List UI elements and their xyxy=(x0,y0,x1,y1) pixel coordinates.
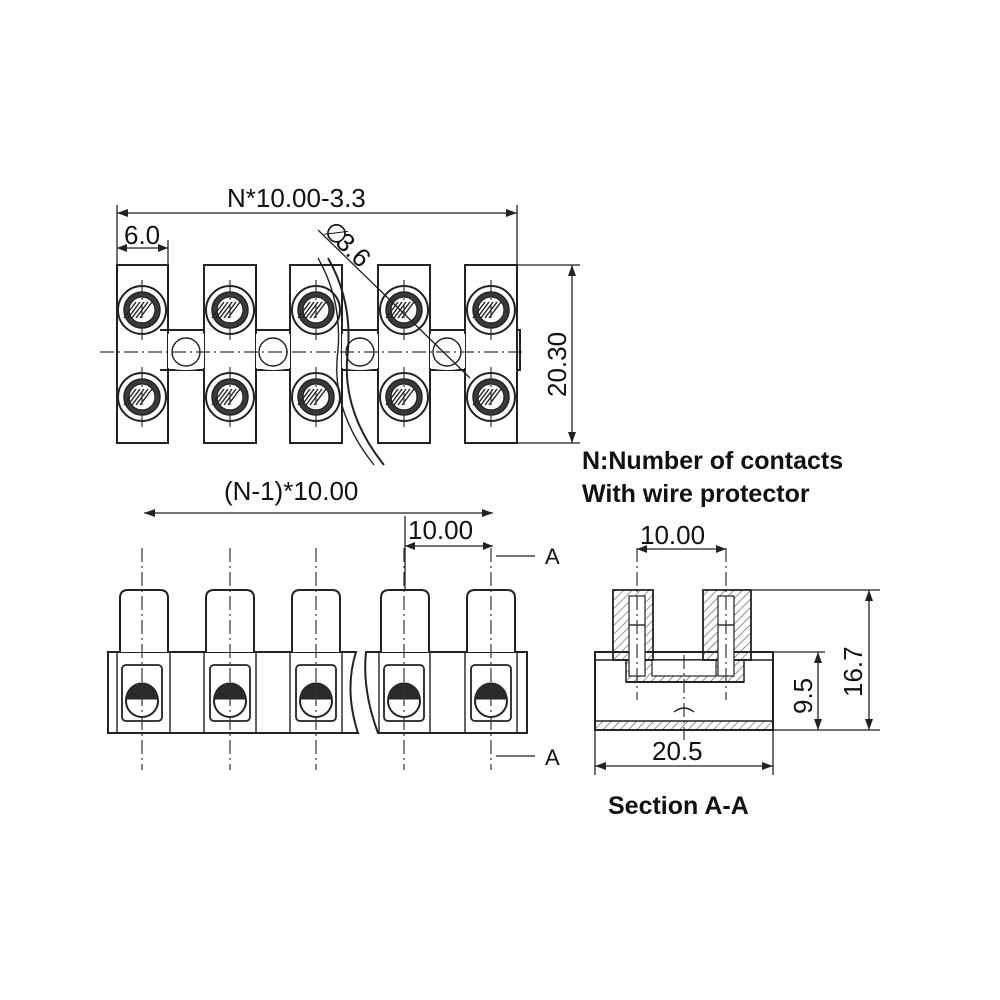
end-width-label: 6.0 xyxy=(124,220,160,250)
screw-head-icon xyxy=(379,367,429,427)
top-height-label: 20.30 xyxy=(542,332,572,397)
front-terminal xyxy=(291,548,341,770)
note-protector: With wire protector xyxy=(582,480,810,508)
section-total-height-label: 16.7 xyxy=(838,646,868,697)
front-caps xyxy=(119,548,516,770)
section-width-label: 20.5 xyxy=(652,736,703,766)
front-terminal xyxy=(205,548,255,770)
screw-head-icon xyxy=(466,280,516,340)
hole-diameter-leader xyxy=(317,229,471,379)
mounting-holes xyxy=(160,329,465,371)
overall-length-label: N*10.00-3.3 xyxy=(227,183,366,213)
section-inner-height-label: 9.5 xyxy=(788,678,818,714)
screw-head-icon xyxy=(466,367,516,427)
section-view: 10.00 20.5 9.5 16.7 Section A-A xyxy=(594,520,880,820)
section-title: Section A-A xyxy=(608,792,749,820)
screw-heads xyxy=(117,280,516,427)
screw-head-icon xyxy=(205,367,255,427)
screw-head-icon xyxy=(117,280,167,340)
pitch-total-label: (N-1)*10.00 xyxy=(224,476,358,506)
screw-head-icon xyxy=(291,367,341,427)
front-terminal xyxy=(119,548,169,770)
top-view: N*10.00-3.3 6.0 ∅ 3.6 20.30 xyxy=(100,183,580,466)
screw-head-icon xyxy=(117,367,167,427)
note-contacts: N:Number of contacts xyxy=(582,447,843,475)
screw-head-icon xyxy=(205,280,255,340)
break-line xyxy=(317,257,375,466)
pitch-front-label: 10.00 xyxy=(408,515,473,545)
section-marker-top: A xyxy=(545,544,560,569)
screw-head-icon xyxy=(291,280,341,340)
break-line xyxy=(327,257,385,466)
front-terminal xyxy=(380,548,430,770)
front-terminal xyxy=(466,548,516,770)
front-view: (N-1)*10.00 10.00 A A xyxy=(107,476,560,770)
pitch-section-label: 10.00 xyxy=(640,520,705,550)
section-marker-bottom: A xyxy=(545,745,560,770)
screw-head-icon xyxy=(379,280,429,340)
